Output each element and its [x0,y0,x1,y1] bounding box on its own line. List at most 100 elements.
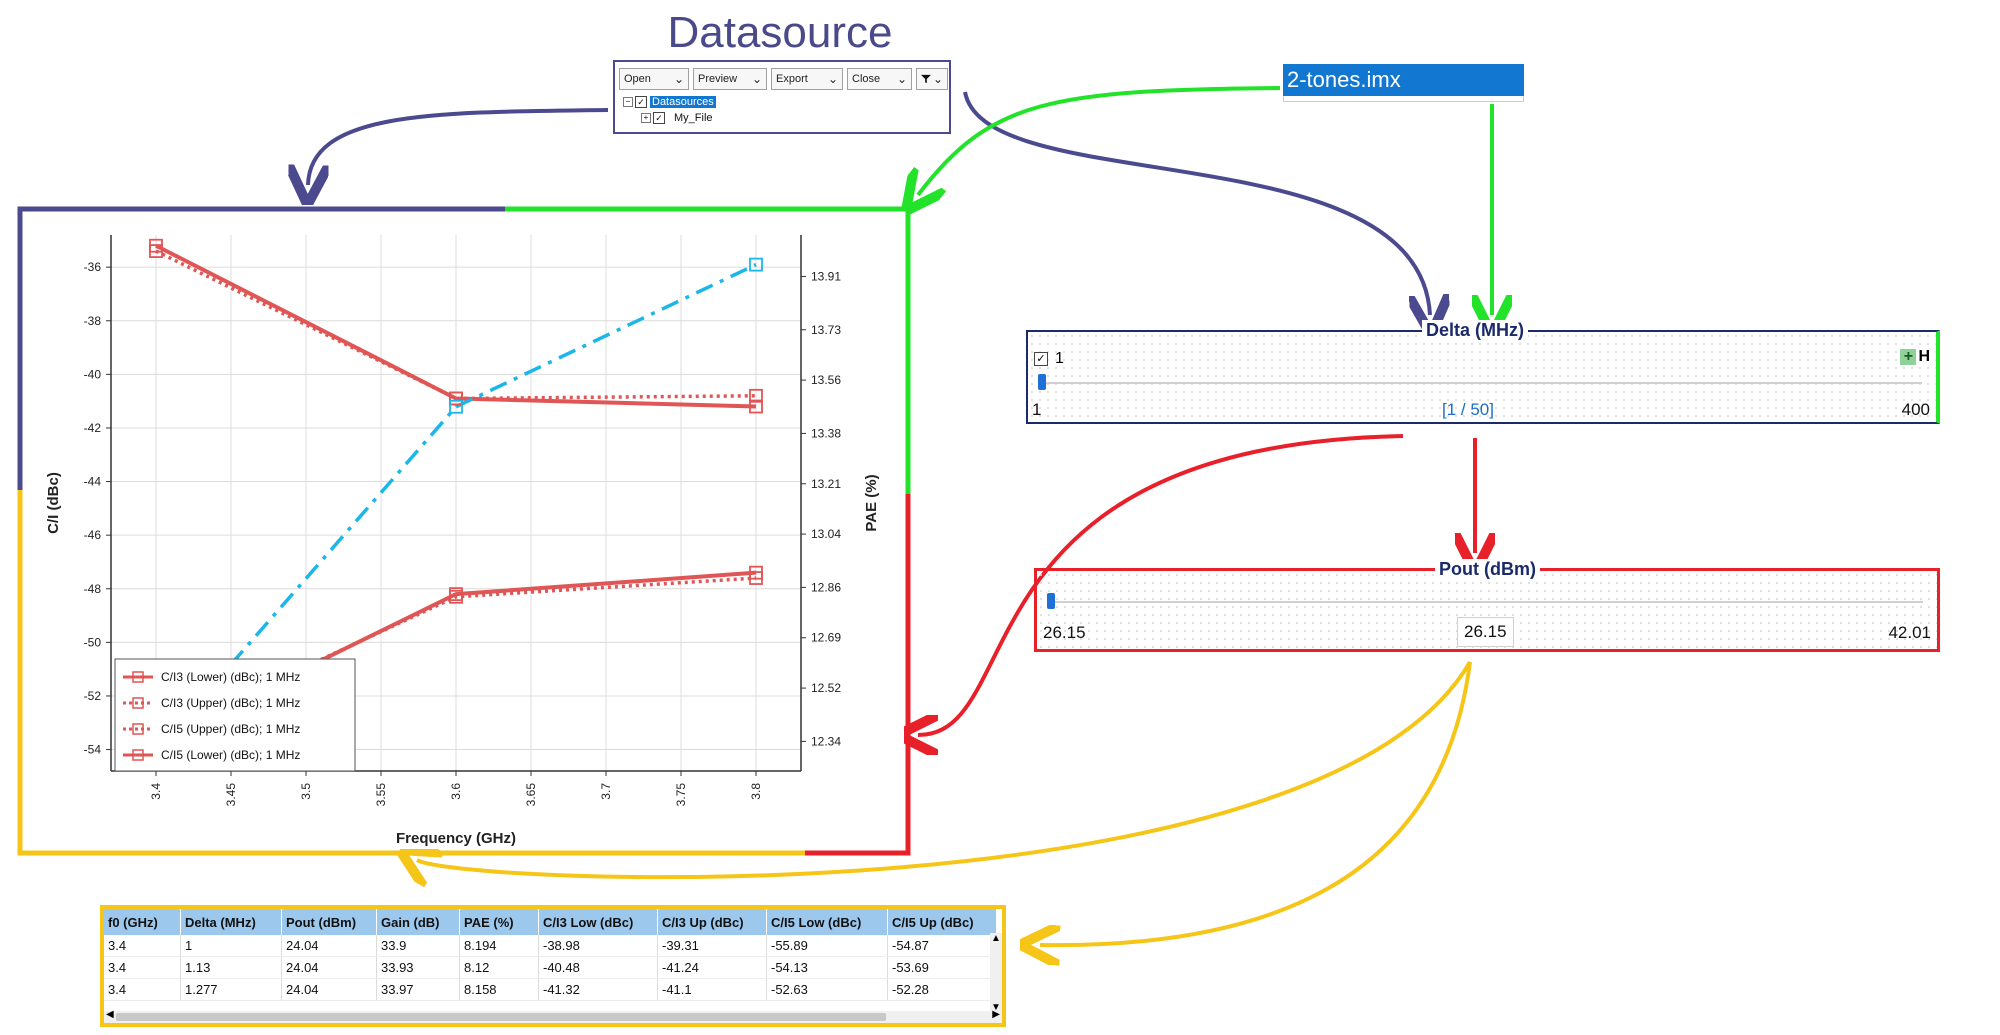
series-marker [749,257,763,272]
close-button[interactable]: Close ⌄ [847,68,912,90]
table-header-cell[interactable]: C/I5 Up (dBc) [887,909,997,935]
y-tick-label: -54 [84,743,102,757]
legend-entry: C/I3 (Upper) (dBc); 1 MHz [161,696,300,710]
table-cell: 1.277 [180,978,282,1001]
pout-slider-thumb[interactable] [1047,593,1055,609]
x-tick-label: 3.5 [299,783,313,800]
vertical-scrollbar[interactable]: ▲ ▼ [990,933,1002,1013]
pout-slider-panel: Pout (dBm) 26.15 26.15 42.01 [1034,559,1940,652]
y-tick-label: -42 [84,421,102,435]
table-header-cell[interactable]: Gain (dB) [376,909,460,935]
scroll-down-icon[interactable]: ▼ [991,1002,1001,1013]
table-cell: 33.93 [376,956,460,979]
checkbox-icon[interactable]: ✓ [635,96,647,108]
filter-button[interactable]: ⌄ [916,68,948,90]
data-table: f0 (GHz)Delta (MHz)Pout (dBm)Gain (dB)PA… [100,905,1006,1027]
table-cell: 3.4 [104,978,181,1001]
y-tick-label: -46 [84,528,102,542]
tree-item-datasources[interactable]: − ✓ Datasources [623,96,716,108]
legend-entry: C/I3 (Lower) (dBc); 1 MHz [161,670,300,684]
frame-yellow [17,490,805,856]
delta-slider-thumb[interactable] [1038,374,1046,390]
x-tick-label: 3.55 [374,783,388,807]
series-line-4 [154,263,757,752]
x-tick-label: 3.8 [749,783,763,800]
scroll-up-icon[interactable]: ▲ [991,933,1001,944]
table-header-cell[interactable]: C/I3 Low (dBc) [538,909,658,935]
series-marker [449,391,463,406]
y2-tick-label: 12.34 [811,734,841,748]
tree-item-label: My_File [674,112,713,124]
y-tick-label: -52 [84,689,102,703]
series-marker [749,399,763,414]
checkbox-icon[interactable]: ✓ [1034,352,1048,366]
chevron-down-icon: ⌄ [673,72,684,86]
table-cell: 33.9 [376,935,460,957]
delta-slider-max: 400 [1901,400,1930,419]
table-header-cell[interactable]: C/I3 Up (dBc) [657,909,767,935]
legend-swatch-marker [132,723,144,735]
expand-icon[interactable]: + [641,113,651,123]
frame-red [805,494,911,856]
scrollbar-thumb[interactable] [116,1013,886,1021]
scroll-right-icon[interactable]: ▶ [992,1009,1000,1020]
preview-button[interactable]: Preview ⌄ [693,68,767,90]
open-button[interactable]: Open ⌄ [619,68,689,90]
h-icon[interactable]: H [1918,348,1930,365]
tree-item-my-file[interactable]: + ✓ My_File [641,112,713,124]
collapse-icon[interactable]: − [623,97,633,107]
open-button-label: Open [624,73,651,85]
delta-checkbox-row[interactable]: ✓ 1 [1034,350,1064,368]
series-marker [149,244,163,258]
y-tick-label: -38 [84,314,102,328]
y-axis-label: C/I (dBc) [45,472,62,534]
x-tick-label: 3.7 [599,783,613,800]
series-marker [749,388,763,403]
table-cell: 24.04 [281,956,377,979]
delta-slider-min: 1 [1032,400,1042,419]
preview-button-label: Preview [698,73,738,85]
frame-purple [17,206,505,490]
horizontal-scrollbar[interactable]: ◀ ▶ [104,1009,1002,1023]
chart-series-layer [149,238,763,758]
delta-slider-controls: + H [1900,348,1930,366]
x-tick-label: 3.65 [524,783,538,807]
checkbox-icon[interactable]: ✓ [653,112,665,124]
pout-slider-value[interactable]: 26.15 [1457,617,1514,647]
x-tick-label: 3.6 [449,783,463,800]
y2-tick-label: 13.73 [811,323,841,337]
pout-slider-track[interactable] [1051,601,1923,603]
table-cell: 3.4 [104,935,181,957]
table-header-cell[interactable]: C/I5 Low (dBc) [766,909,888,935]
table-cell: -52.63 [766,978,888,1001]
table-cell: 8.12 [459,956,539,979]
y-tick-label: -40 [84,367,102,381]
table-header-cell[interactable]: Pout (dBm) [281,909,377,935]
page-title: Datasource [667,8,893,57]
add-icon[interactable]: + [1900,349,1917,365]
file-name-field[interactable]: 2-tones.imx [1283,64,1524,96]
y2-tick-label: 13.91 [811,269,841,283]
delta-slider-track[interactable] [1042,382,1922,384]
arrow-purple-left [308,108,609,185]
export-button[interactable]: Export ⌄ [771,68,843,90]
table-header-cell[interactable]: PAE (%) [459,909,539,935]
arrow-yellow-chart [417,660,1472,877]
delta-slider-title: Delta (MHz) [1422,320,1528,341]
table-header-cell[interactable]: Delta (MHz) [180,909,282,935]
scroll-left-icon[interactable]: ◀ [106,1009,114,1020]
delta-slider-panel: Delta (MHz) ✓ 1 + H 1 [1 / 50] 400 [1026,320,1940,424]
y-tick-label: -36 [84,260,102,274]
y2-tick-label: 12.52 [811,681,841,695]
tree-item-label: Datasources [650,96,716,108]
table-header-cell[interactable]: f0 (GHz) [104,909,181,935]
legend-box [114,658,356,772]
